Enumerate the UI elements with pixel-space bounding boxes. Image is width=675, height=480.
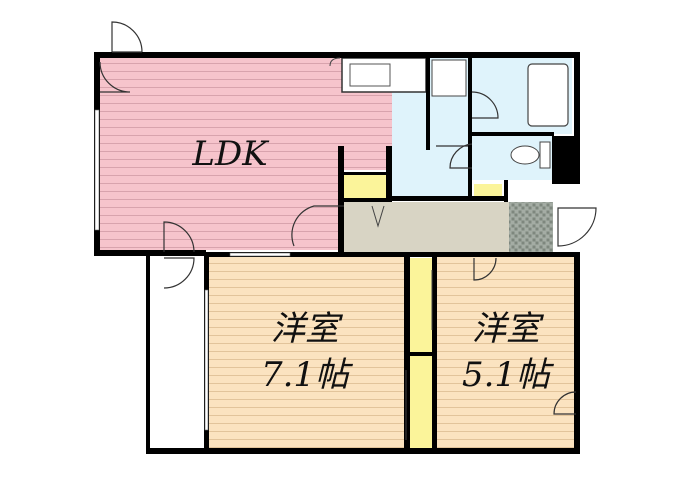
closet-1 [410, 258, 432, 354]
western-room-2 [436, 256, 576, 448]
kitchen-sink [349, 63, 391, 87]
washbasin [431, 59, 467, 97]
bathtub [527, 63, 569, 127]
western-room-1-label: 洋室 [271, 309, 344, 349]
windows [94, 109, 291, 431]
storage-small-1 [344, 174, 386, 200]
toilet-bowl [510, 145, 540, 165]
western-room-2-label: 洋室 [472, 309, 545, 349]
hallway [344, 202, 509, 252]
western-room-2-size: 5.1帖 [462, 355, 555, 395]
entrance-tile [509, 202, 553, 252]
balcony [150, 256, 208, 448]
toilet-tank [539, 141, 551, 169]
doors [99, 21, 597, 440]
western-room-1 [208, 256, 406, 448]
western-room-1-size: 7.1帖 [261, 355, 354, 395]
ldk-label: LDK [191, 134, 270, 174]
closet-2 [410, 356, 432, 448]
